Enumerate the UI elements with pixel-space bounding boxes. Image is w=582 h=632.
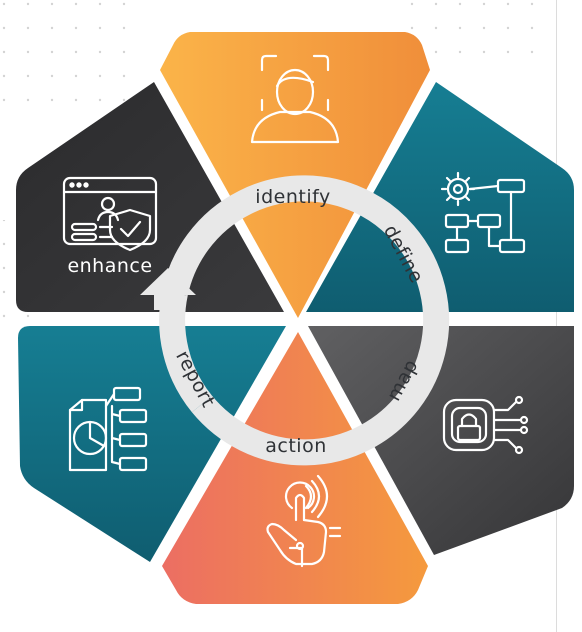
report-chart-icon — [68, 386, 148, 472]
step-label-enhance: enhance — [67, 255, 152, 277]
dot-pattern — [0, 0, 140, 110]
segment-enhance — [16, 82, 284, 312]
gear-flowchart-icon — [440, 171, 526, 254]
touch-hand-icon — [266, 474, 342, 568]
segment-identify — [160, 32, 430, 318]
cycle-arrow-head — [140, 268, 196, 310]
segment-action — [162, 332, 428, 604]
step-label-identify: identify — [255, 186, 330, 208]
segment-report — [18, 326, 286, 562]
step-label-action: action — [265, 435, 326, 457]
segment-map — [308, 326, 574, 555]
security-profile-icon — [62, 176, 158, 252]
circuit-lock-icon — [442, 395, 529, 455]
segment-define — [306, 82, 574, 312]
cycle-ring — [162, 175, 450, 466]
page-edge-rule — [556, 0, 557, 632]
face-scan-icon — [250, 54, 340, 144]
